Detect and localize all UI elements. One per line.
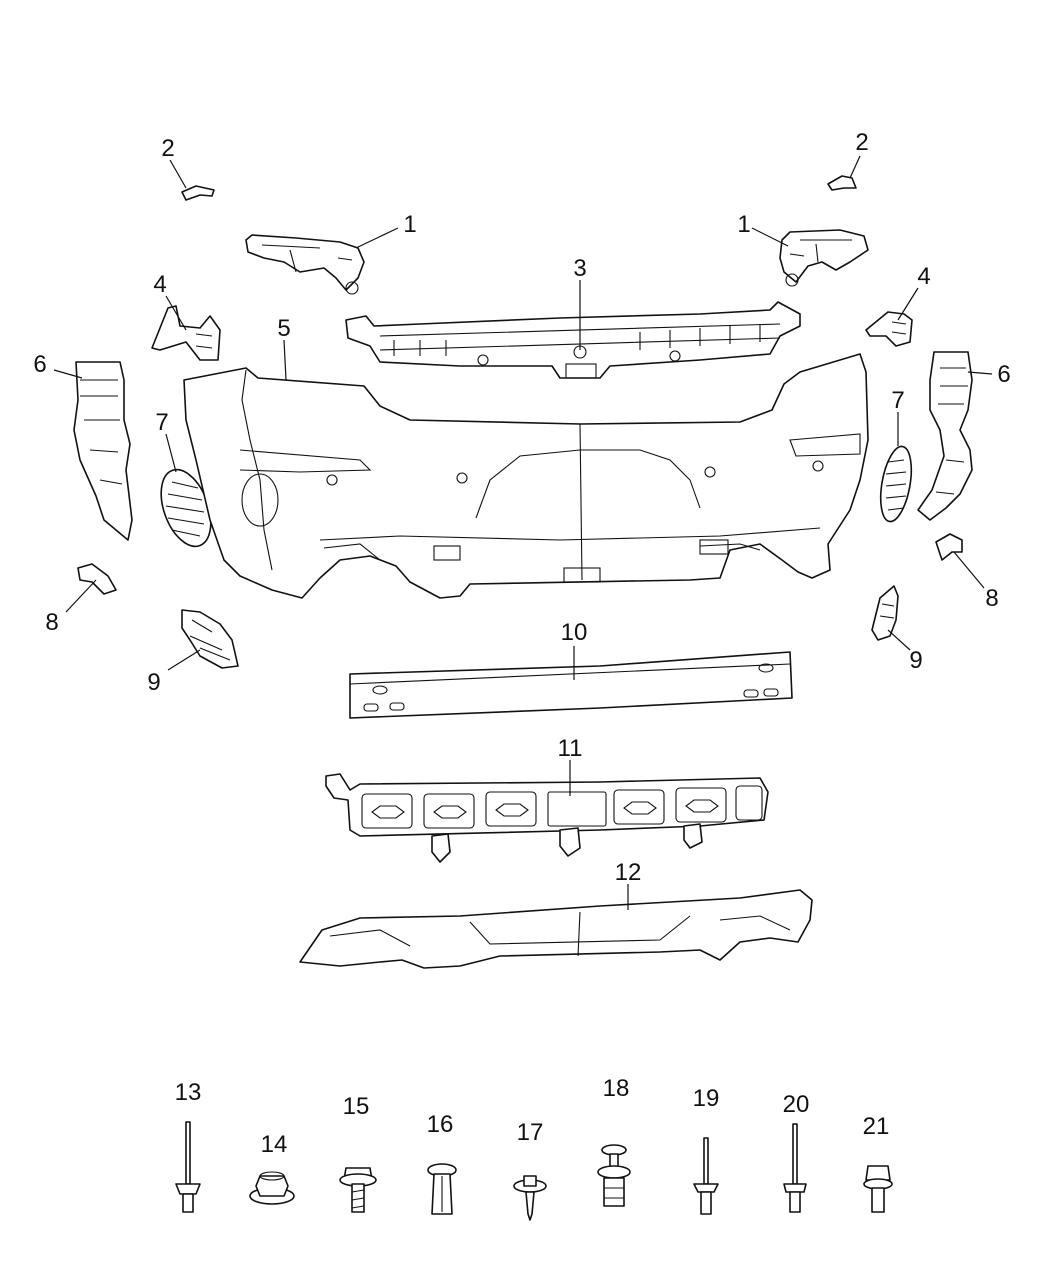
callout-16: 16 (427, 1111, 454, 1138)
callout-21: 21 (863, 1113, 890, 1140)
callout-8-right: 8 (985, 585, 998, 612)
callout-18: 18 (603, 1075, 630, 1102)
callout-4-left: 4 (153, 271, 166, 298)
part-13-fastener (175, 1121, 201, 1213)
part-16-fastener (427, 1163, 457, 1215)
part-7-grille-right (879, 445, 913, 523)
callout-9-left: 9 (147, 669, 160, 696)
part-15-fastener (339, 1167, 377, 1213)
part-12-lower-valance (299, 889, 813, 969)
callout-17: 17 (517, 1119, 544, 1146)
part-9-bracket-left (181, 609, 239, 669)
leader-lines (53, 155, 993, 910)
part-4-bracket-right (865, 311, 913, 347)
callout-7-right: 7 (891, 387, 904, 414)
callout-6-right: 6 (997, 361, 1010, 388)
callout-9-right: 9 (909, 647, 922, 674)
part-1-bracket-right (779, 229, 869, 287)
callout-19: 19 (693, 1085, 720, 1112)
callout-12: 12 (615, 859, 642, 886)
part-8-clip-left (77, 563, 117, 595)
part-21-fastener (863, 1165, 893, 1213)
callout-8-left: 8 (45, 609, 58, 636)
callout-2-right: 2 (855, 129, 868, 156)
callout-6-left: 6 (33, 351, 46, 378)
part-19-fastener (693, 1137, 719, 1215)
part-9-bracket-right (871, 585, 899, 641)
part-18-fastener (597, 1144, 631, 1207)
part-10-reinforcement-bar (349, 651, 793, 719)
callout-labels: 2 2 1 1 3 4 4 5 6 6 7 7 8 8 9 9 10 11 12… (33, 129, 1010, 1158)
part-11-energy-absorber (325, 773, 769, 863)
part-6-side-bracket-left (73, 361, 133, 541)
callout-20: 20 (783, 1091, 810, 1118)
callout-10: 10 (561, 619, 588, 646)
callout-2-left: 2 (161, 135, 174, 162)
part-20-fastener (783, 1123, 807, 1213)
part-2-clip-left (181, 185, 215, 201)
part-3-upper-support (345, 301, 801, 379)
part-14-fastener (249, 1171, 295, 1205)
callout-4-right: 4 (917, 263, 930, 290)
callout-1-left: 1 (403, 211, 416, 238)
part-6-side-bracket-right (917, 351, 973, 521)
callout-7-left: 7 (155, 409, 168, 436)
callout-1-right: 1 (737, 211, 750, 238)
part-1-bracket-left (245, 234, 365, 295)
part-8-clip-right (935, 533, 963, 561)
callout-3: 3 (573, 255, 586, 282)
part-5-bumper-fascia (183, 353, 869, 599)
callout-14: 14 (261, 1131, 288, 1158)
part-2-clip-right (827, 175, 857, 191)
callout-5: 5 (277, 315, 290, 342)
part-4-bracket-left (151, 305, 221, 361)
callout-15: 15 (343, 1093, 370, 1120)
callout-11: 11 (558, 735, 583, 762)
callout-13: 13 (175, 1079, 202, 1106)
part-17-fastener (513, 1175, 547, 1221)
